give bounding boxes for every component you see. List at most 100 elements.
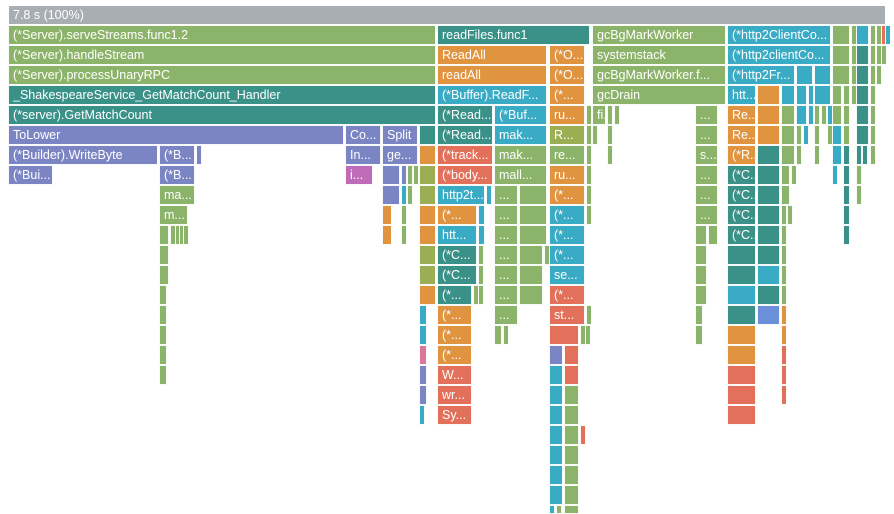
flame-frame[interactable] [856,185,862,205]
flame-root-header[interactable]: 7.8 s (100%) [8,5,886,25]
flame-frame[interactable] [564,465,579,485]
flame-frame[interactable] [419,285,436,305]
flame-frame[interactable]: se... [549,265,585,285]
flame-frame[interactable] [814,85,831,105]
flame-frame[interactable] [413,165,419,185]
flame-frame[interactable] [856,45,869,65]
flame-frame[interactable]: In... [345,145,381,165]
flame-frame[interactable]: readFiles.func1 [437,25,590,45]
flame-frame[interactable] [757,245,780,265]
flame-frame[interactable]: ma... [159,185,195,205]
flame-frame[interactable]: (*Buf... [494,105,547,125]
flame-frame[interactable] [832,145,842,165]
flame-frame[interactable] [727,345,756,365]
flame-frame[interactable] [580,425,586,445]
flame-frame[interactable]: htt... [437,225,477,245]
flame-frame[interactable] [796,145,802,165]
flame-frame[interactable]: s... [695,145,718,165]
flame-frame[interactable] [814,105,820,125]
flame-frame[interactable] [843,185,850,205]
flame-frame[interactable]: ... [494,245,518,265]
flame-frame[interactable]: ... [695,185,718,205]
flame-frame[interactable]: Co... [345,125,381,145]
flame-frame[interactable] [832,25,850,45]
flame-frame[interactable] [607,125,613,145]
flame-frame[interactable] [586,145,592,165]
flame-frame[interactable] [586,165,592,185]
flame-frame[interactable] [695,325,703,345]
flame-frame[interactable]: (*... [549,285,585,305]
flame-frame[interactable] [695,265,707,285]
flame-frame[interactable] [727,305,756,325]
flame-frame[interactable] [781,245,787,265]
flame-frame[interactable]: mall... [494,165,547,185]
flame-frame[interactable] [727,405,756,425]
flame-frame[interactable] [870,45,876,65]
flame-frame[interactable]: _ShakespeareService_GetMatchCount_Handle… [8,85,436,105]
flame-frame[interactable] [870,125,876,145]
flame-frame[interactable]: (*... [437,305,472,325]
flame-frame[interactable]: (*Read... [437,105,493,125]
flame-frame[interactable] [159,305,167,325]
flame-frame[interactable] [856,125,869,145]
flame-frame[interactable]: W... [437,365,472,385]
flame-frame[interactable]: (*Builder).WriteByte [8,145,158,165]
flame-frame[interactable] [382,225,392,245]
flame-frame[interactable] [519,185,547,205]
flame-frame[interactable] [808,85,814,105]
flame-frame[interactable] [856,25,869,45]
flame-frame[interactable] [781,105,795,125]
flame-frame[interactable] [843,125,850,145]
flame-frame[interactable] [796,125,802,145]
flame-frame[interactable] [727,265,756,285]
flame-frame[interactable] [781,305,787,325]
flame-frame[interactable] [843,85,850,105]
flame-frame[interactable] [832,65,850,85]
flame-frame[interactable]: ... [695,105,718,125]
flame-frame[interactable] [781,325,787,345]
flame-frame[interactable]: Re... [727,105,756,125]
flame-frame[interactable] [808,105,814,125]
flame-frame[interactable] [832,105,842,125]
flame-frame[interactable]: i... [345,165,373,185]
flame-frame[interactable] [159,345,167,365]
flame-frame[interactable]: (*Server).handleStream [8,45,436,65]
flame-frame[interactable] [781,265,787,285]
flame-frame[interactable]: ... [695,165,718,185]
flame-frame[interactable]: (*C... [437,265,477,285]
flame-frame[interactable] [401,225,407,245]
flame-frame[interactable] [159,285,167,305]
flame-frame[interactable]: ... [494,265,518,285]
flame-frame[interactable] [757,185,780,205]
flame-frame[interactable]: Re... [727,125,756,145]
flame-frame[interactable] [843,105,850,125]
flame-frame[interactable] [159,265,169,285]
flame-frame[interactable] [814,125,820,145]
flame-frame[interactable] [407,185,413,205]
flame-frame[interactable] [419,365,427,385]
flame-frame[interactable] [870,145,876,165]
flame-frame[interactable] [549,365,563,385]
flame-frame[interactable] [478,265,484,285]
flame-frame[interactable] [159,245,169,265]
flame-frame[interactable] [814,65,831,85]
flame-frame[interactable] [586,305,592,325]
flame-frame[interactable] [592,125,598,145]
flame-frame[interactable] [419,305,427,325]
flame-frame[interactable]: (*B... [159,165,195,185]
flame-frame[interactable]: (*... [549,225,585,245]
flame-frame[interactable] [549,485,563,505]
flame-frame[interactable] [695,305,703,325]
flame-frame[interactable] [695,245,707,265]
flame-frame[interactable]: gcBgMarkWorker [592,25,726,45]
flame-frame[interactable] [556,505,562,514]
flame-frame[interactable]: ... [494,305,518,325]
flame-frame[interactable] [585,325,591,345]
flame-frame[interactable] [781,165,790,185]
flame-frame[interactable] [843,225,850,245]
flame-frame[interactable] [419,185,436,205]
flame-frame[interactable] [549,465,563,485]
flame-frame[interactable]: ru... [549,105,585,125]
flame-frame[interactable] [159,365,167,385]
flame-frame[interactable]: m... [159,205,188,225]
